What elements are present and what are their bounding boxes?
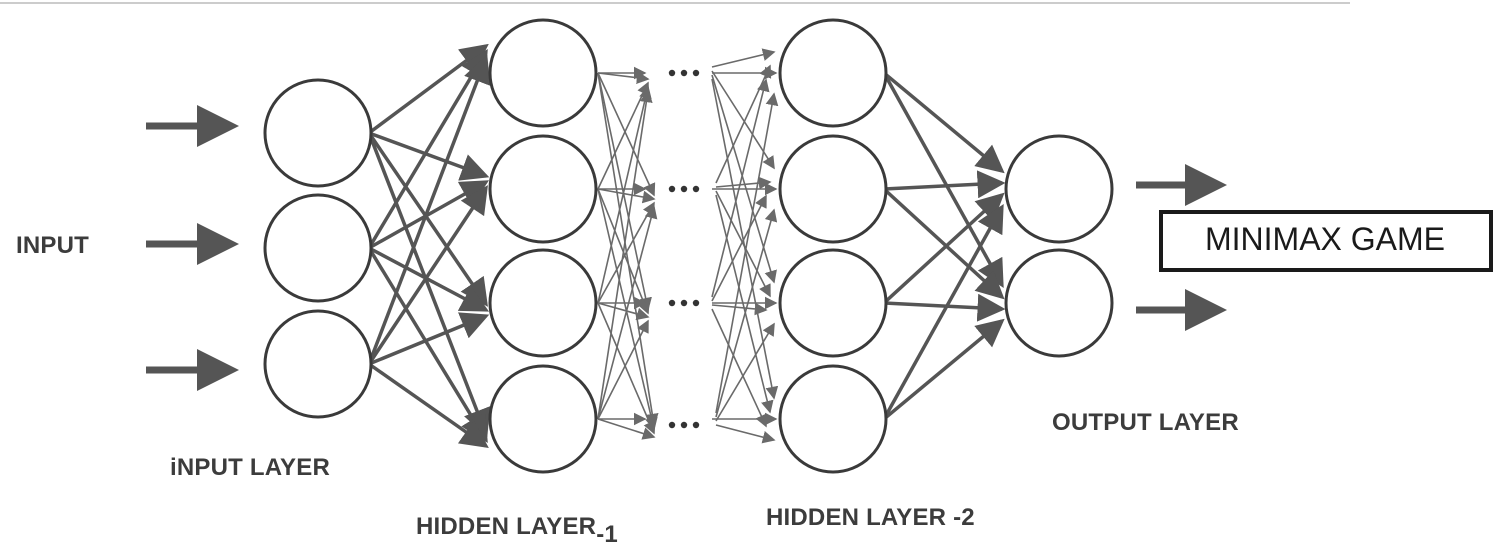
ellipsis-dot-3-1 (680, 421, 688, 429)
edge-h2-out-3-1 (882, 318, 1005, 421)
ellipsis-dot-2-1 (680, 299, 688, 307)
ellipsis-dot-1-0 (668, 185, 676, 193)
edge-in-h1-1-3 (367, 247, 488, 443)
edge-h1-mid-2-2 (597, 302, 650, 321)
hidden-layer-1-suffix: -1 (596, 521, 618, 548)
edge-in-h1-2-3 (367, 362, 489, 449)
input-label: INPUT (16, 232, 89, 259)
edge-h1-mid-2-3 (597, 302, 656, 435)
edge-h1-mid-1-3 (597, 188, 658, 431)
ellipsis-dot-0-0 (668, 69, 676, 77)
hidden1-neuron-2 (488, 134, 598, 244)
neurons-group (263, 18, 1114, 474)
edge-h2-out-0-0 (882, 71, 1005, 174)
edge-h2-out-2-1 (883, 293, 1006, 322)
edge-h1-mid-2-0 (597, 85, 652, 304)
edge-h2-out-3-0 (882, 203, 1004, 420)
edge-h1-mid-3-0 (597, 89, 653, 420)
ellipsis-dot-1-2 (692, 185, 700, 193)
minimax-game-text: MINIMAX GAME (1205, 221, 1446, 257)
edge-h1-mid-1-0 (597, 81, 650, 190)
edge-h1-mid-3-1 (597, 205, 658, 420)
hidden2-neuron-4 (778, 364, 888, 474)
edge-mid-h2-2-2 (711, 302, 768, 316)
edge-mid-h2-1-0 (715, 64, 772, 184)
edge-mid-h2-2-3 (711, 308, 768, 428)
edge-mid-h2-3-3 (715, 424, 776, 444)
edge-h2-out-1-0 (883, 170, 1006, 199)
edge-h1-mid-0-3 (597, 72, 659, 427)
edge-mid-h2-1-2 (715, 190, 771, 298)
output-neuron-2 (1004, 248, 1114, 358)
ellipsis-dot-2-0 (668, 299, 676, 307)
edge-mid-h2-3-0 (715, 92, 779, 414)
edge-mid-h2-3-2 (715, 322, 775, 422)
hidden1-neuron-4 (488, 364, 598, 474)
input-neuron-1 (263, 78, 373, 188)
edge-in-h1-0-3 (367, 132, 491, 438)
edge-h1-mid-2-1 (597, 201, 655, 304)
ellipsis-dot-3-0 (668, 421, 676, 429)
minimax-game-box: MINIMAX GAME (1159, 210, 1493, 272)
edge-mid-h2-2-1 (711, 194, 767, 302)
hidden-layer-2-label: HIDDEN LAYER -2 (766, 504, 975, 531)
hidden2-neuron-1 (778, 18, 888, 128)
edge-in-h1-0-1 (368, 131, 490, 181)
edge-mid-h2-0-0 (711, 48, 776, 68)
ellipsis-dots-group (668, 69, 700, 429)
output-layer-label: OUTPUT LAYER (1052, 409, 1239, 436)
edge-h2-out-2-0 (882, 192, 1005, 305)
edge-mid-h2-0-2 (711, 74, 777, 284)
edge-mid-h2-1-3 (715, 194, 774, 414)
ellipsis-dot-1-1 (680, 185, 688, 193)
edge-in-h1-2-1 (367, 185, 488, 365)
hidden1-neuron-3 (488, 248, 598, 358)
edge-h1-mid-0-0 (597, 71, 650, 85)
edge-h2-out-0-1 (882, 72, 1004, 289)
edge-in-h1-2-2 (368, 312, 490, 366)
edges-group (146, 43, 1227, 449)
input-layer-label: iNPUT LAYER (170, 454, 331, 481)
hidden1-neuron-1 (488, 18, 598, 128)
input-neuron-2 (263, 193, 373, 303)
edge-h2-out-1-1 (882, 187, 1005, 300)
ellipsis-dot-3-2 (692, 421, 700, 429)
ellipsis-dot-2-2 (692, 299, 700, 307)
output-neuron-1 (1004, 134, 1114, 244)
hidden-layer-1-text: HIDDEN LAYER (416, 513, 597, 540)
hidden2-neuron-2 (778, 134, 888, 244)
hidden2-neuron-3 (778, 248, 888, 358)
edge-mid-h2-0-1 (711, 70, 775, 170)
input-neuron-3 (263, 309, 373, 419)
edge-h1-mid-0-1 (597, 72, 656, 197)
edge-h1-mid-0-2 (597, 72, 652, 311)
edge-in-h1-0-2 (367, 132, 488, 307)
edge-in-h1-2-0 (367, 54, 491, 365)
edge-in-h1-0-0 (367, 43, 489, 135)
ellipsis-dot-0-2 (692, 69, 700, 77)
edge-h1-mid-1-1 (597, 188, 656, 204)
ellipsis-dot-0-1 (680, 69, 688, 77)
edge-mid-h2-1-1 (715, 176, 772, 190)
hidden-layer-1-label: HIDDEN LAYER-1 (416, 513, 618, 548)
edge-mid-h2-0-3 (711, 78, 779, 400)
edge-h1-mid-3-2 (597, 319, 649, 420)
edge-h1-mid-3-3 (597, 418, 656, 440)
